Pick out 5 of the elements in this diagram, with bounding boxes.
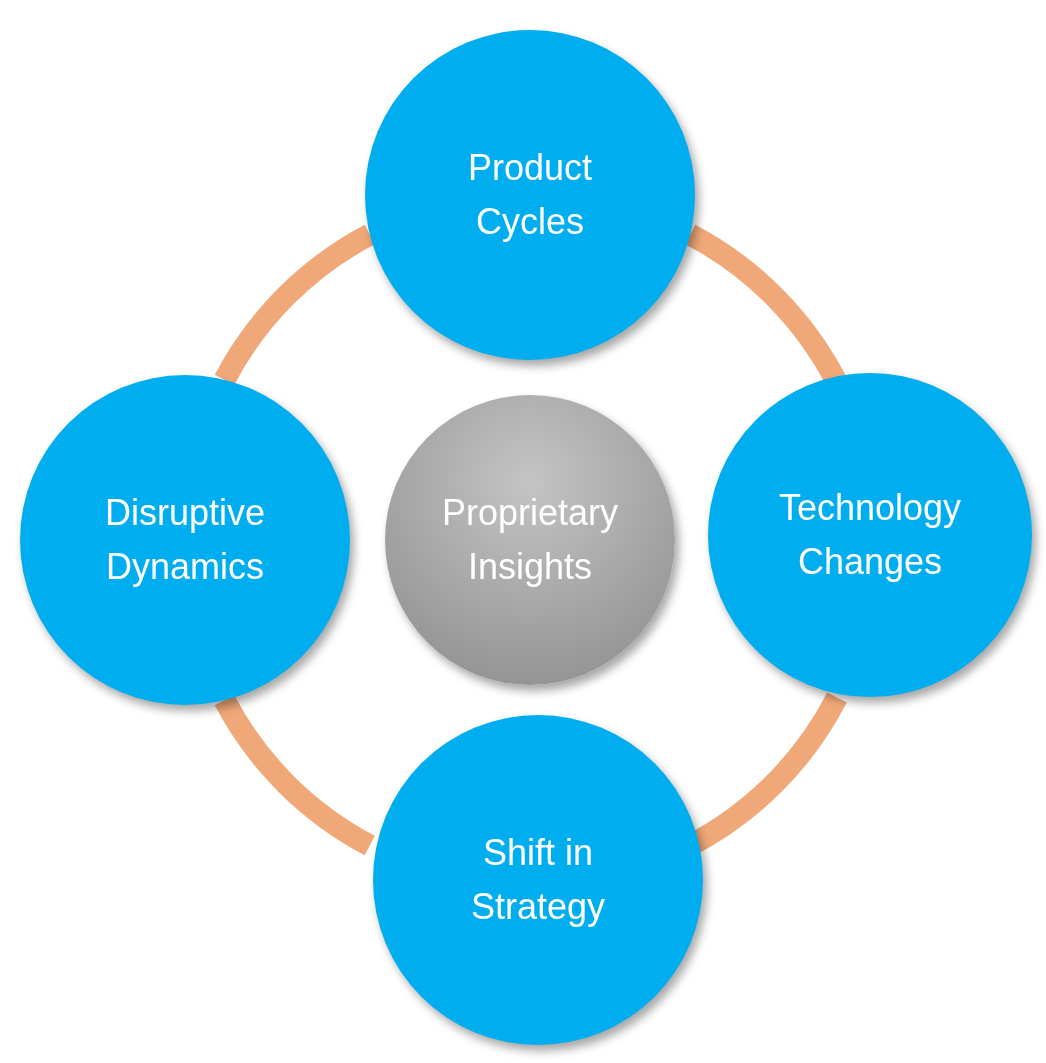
circle-label: Disruptive Dynamics <box>103 491 267 589</box>
circle-label: Technology Changes <box>777 486 963 584</box>
circle-label: Proprietary Insights <box>440 491 620 589</box>
circle-label: Product Cycles <box>466 146 594 244</box>
circle-label: Shift in Strategy <box>469 831 607 929</box>
